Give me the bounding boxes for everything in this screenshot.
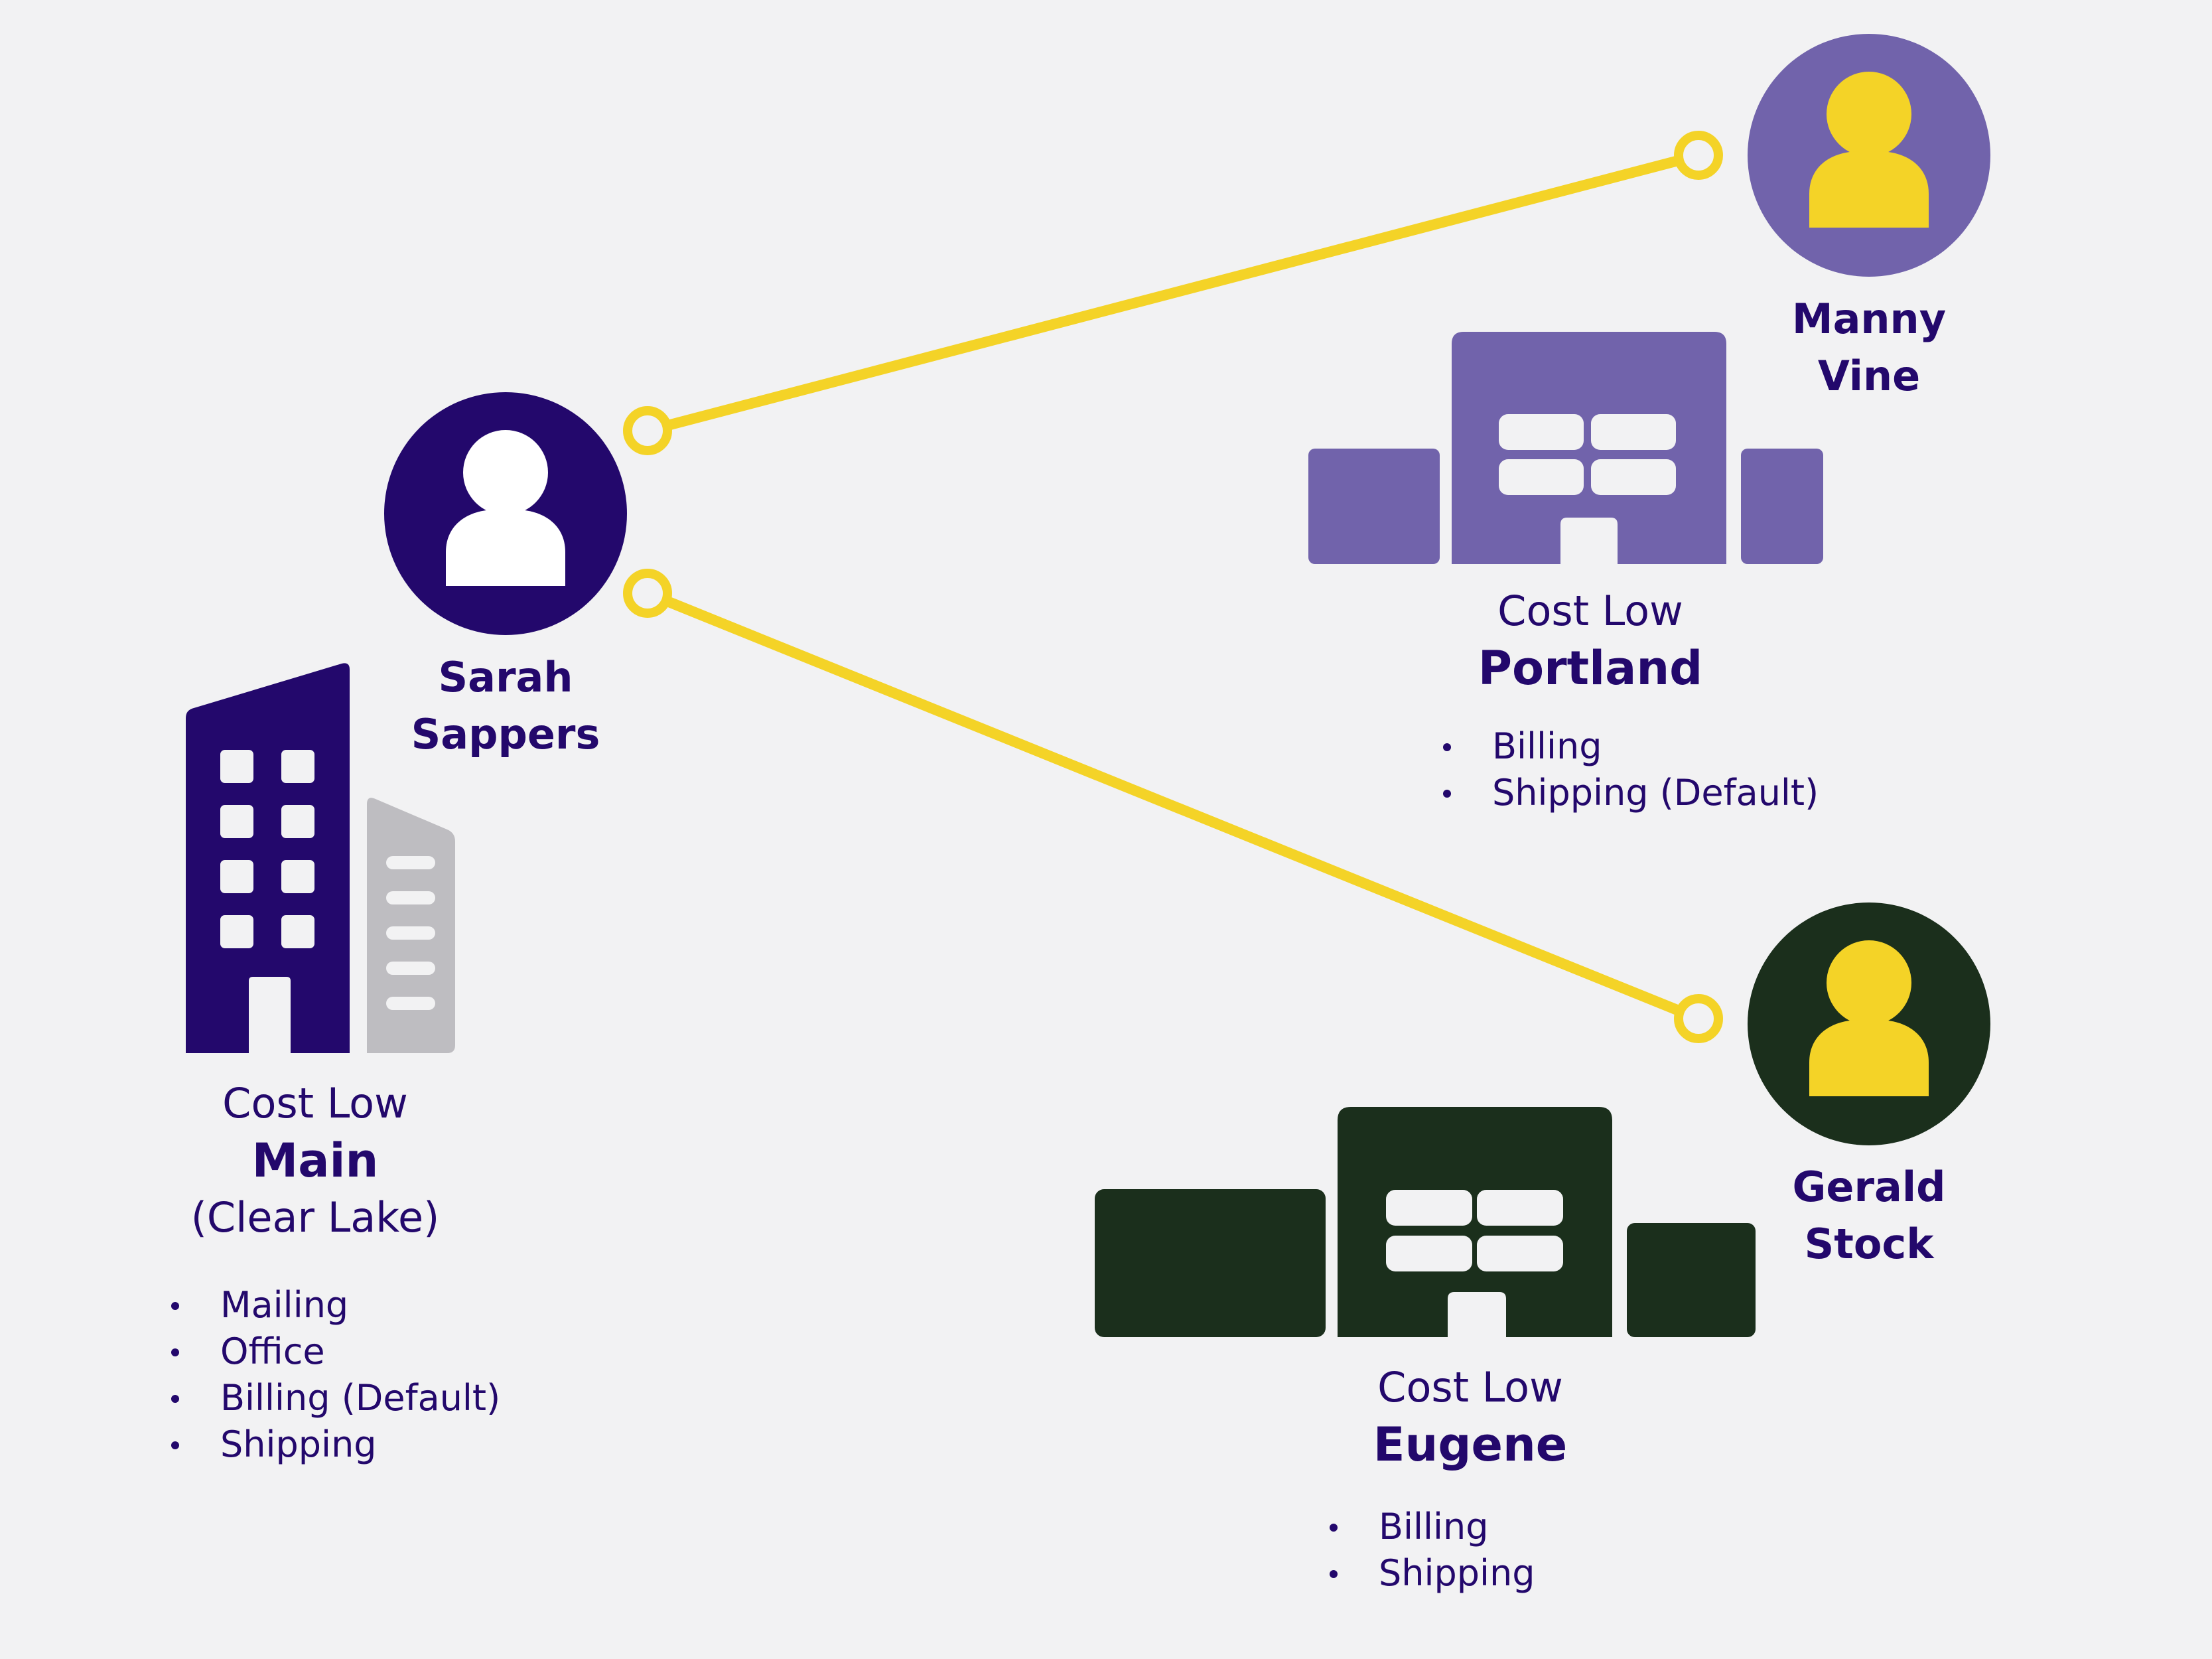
connector-sarah-manny (623, 131, 1723, 455)
company-brand: Cost Low (1497, 587, 1683, 635)
person-avatar-icon (446, 430, 565, 586)
person-avatar-icon (1809, 72, 1929, 228)
list-item: Billing (1443, 723, 1819, 770)
connector-sarah-gerald (623, 569, 1723, 1043)
company-location: Portland (1478, 641, 1703, 695)
list-item: Mailing (171, 1282, 500, 1329)
company-label-main: Cost Low Main (Clear Lake) (83, 1075, 547, 1246)
company-label-portland: Cost Low Portland (1358, 583, 1823, 697)
warehouse-building-icon (1308, 332, 1823, 564)
connector-end-sarah-top (623, 406, 672, 455)
warehouse-building-icon (1095, 1107, 1756, 1337)
list-item: Shipping (Default) (1443, 770, 1819, 816)
person-label-manny: Manny Vine (1730, 291, 2008, 405)
warehouse-left-wing (1308, 449, 1440, 564)
warehouse-right-wing (1627, 1223, 1756, 1337)
address-list-eugene: Billing Shipping (1330, 1504, 1535, 1597)
warehouse-left-wing (1095, 1189, 1326, 1337)
warehouse-center (1452, 332, 1726, 564)
annex-building (367, 798, 455, 1053)
company-label-eugene: Cost Low Eugene (1238, 1359, 1702, 1473)
company-location: Eugene (1373, 1417, 1568, 1472)
person-avatar-icon (1809, 940, 1929, 1096)
person-label-gerald: Gerald Stock (1730, 1159, 2008, 1273)
list-item: Shipping (1330, 1550, 1535, 1597)
list-item: Shipping (171, 1421, 500, 1468)
company-brand: Cost Low (1377, 1363, 1563, 1411)
connector-end-gerald (1674, 994, 1723, 1043)
company-sublocation: (Clear Lake) (190, 1193, 440, 1242)
address-list-main: Mailing Office Billing (Default) Shippin… (171, 1282, 500, 1468)
person-last-name: Vine (1817, 352, 1921, 400)
sarah-avatar (384, 392, 627, 635)
office-tower-icon (186, 663, 455, 1053)
manny-avatar (1748, 34, 1990, 277)
list-item: Billing (Default) (171, 1375, 500, 1421)
address-list-portland: Billing Shipping (Default) (1443, 723, 1819, 816)
company-location: Main (251, 1133, 379, 1188)
person-first-name: Gerald (1792, 1163, 1946, 1211)
tower-building (186, 663, 350, 1053)
warehouse-center (1338, 1107, 1612, 1337)
warehouse-right-wing (1741, 449, 1823, 564)
gerald-avatar (1748, 902, 1990, 1145)
person-first-name: Sarah (438, 653, 573, 701)
person-last-name: Sappers (411, 710, 600, 758)
person-last-name: Stock (1804, 1220, 1934, 1268)
connector-end-sarah-bottom (623, 569, 672, 618)
person-label-sarah: Sarah Sappers (366, 649, 645, 763)
list-item: Billing (1330, 1504, 1535, 1550)
connector-end-manny (1674, 131, 1723, 180)
company-brand: Cost Low (222, 1079, 408, 1127)
list-item: Office (171, 1329, 500, 1375)
person-first-name: Manny (1791, 295, 1947, 343)
